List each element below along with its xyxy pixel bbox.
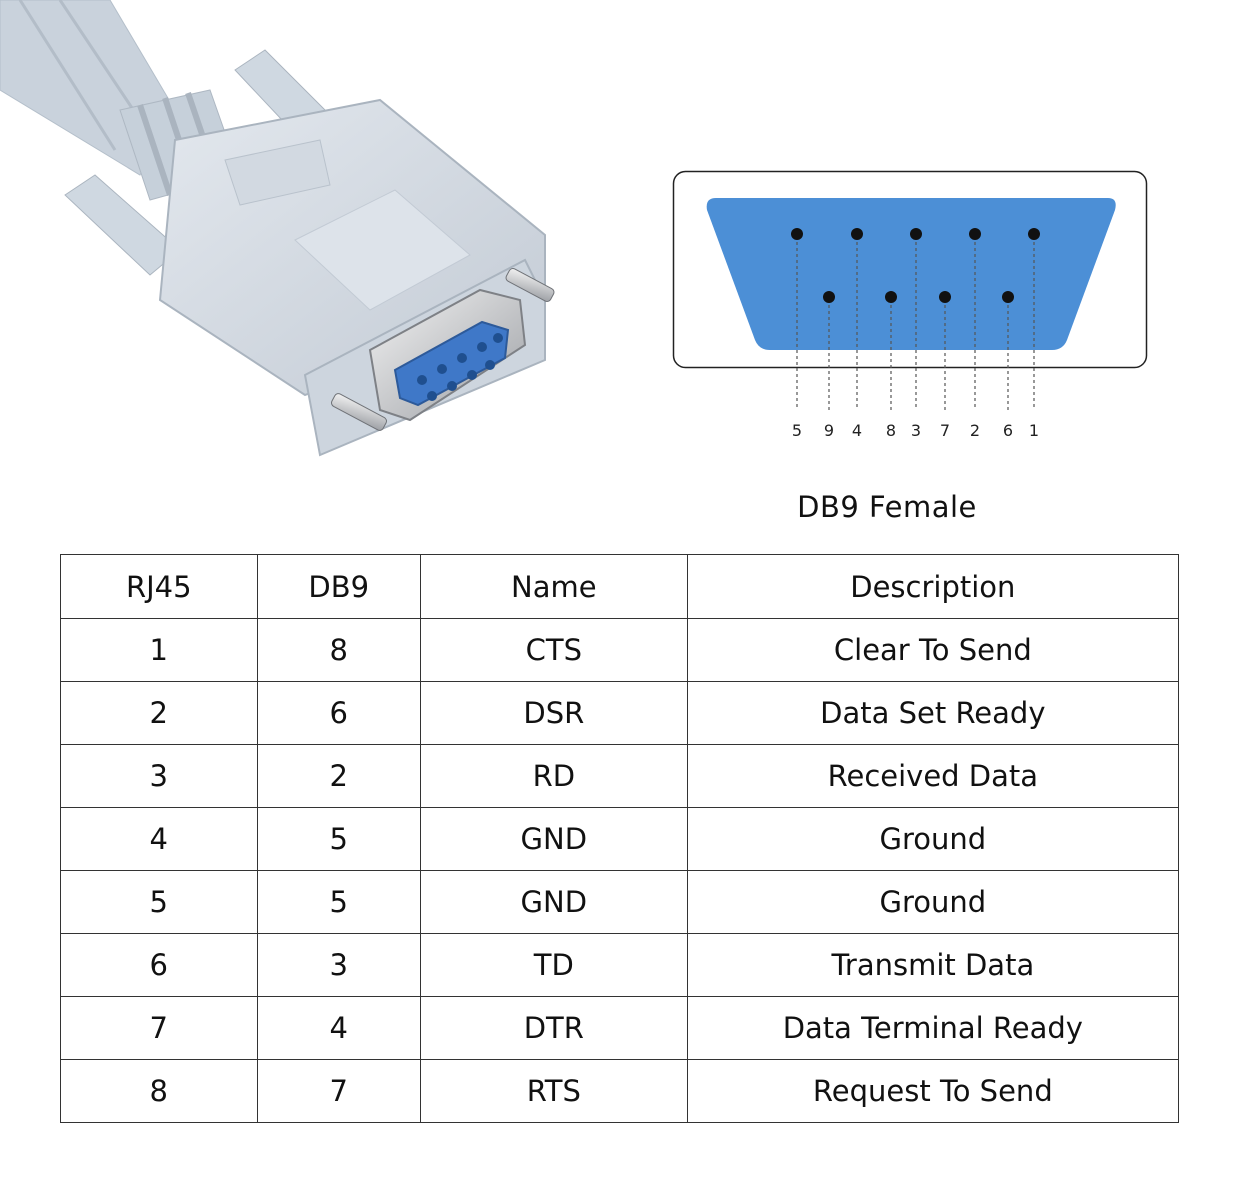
rj45-pin-cell: 4 xyxy=(60,807,258,871)
db9-pin-cell: 2 xyxy=(256,744,421,808)
pin-7-dot xyxy=(939,291,951,303)
rj45-pin-cell: 8 xyxy=(60,1059,258,1123)
header-db9: DB9 xyxy=(256,554,421,619)
signal-name-cell: TD xyxy=(419,933,688,997)
db9-pin-cell: 6 xyxy=(256,681,421,745)
rj45-pin-cell: 1 xyxy=(60,618,258,682)
pin-label: 4 xyxy=(852,421,862,440)
header-name: Name xyxy=(419,554,688,619)
db9-face xyxy=(706,198,1116,350)
pin-1-dot xyxy=(1028,228,1040,240)
pin-3-dot xyxy=(910,228,922,240)
pin-8-dot xyxy=(885,291,897,303)
rj45-pin-cell: 7 xyxy=(60,996,258,1060)
db9-pin-cell: 4 xyxy=(256,996,421,1060)
rj45-pin-cell: 3 xyxy=(60,744,258,808)
description-cell: Clear To Send xyxy=(686,618,1180,682)
signal-name-cell: RD xyxy=(419,744,688,808)
table-header-row: RJ45 DB9 Name Description xyxy=(60,554,1180,619)
pin-9-dot xyxy=(823,291,835,303)
pin-label: 8 xyxy=(886,421,896,440)
description-cell: Ground xyxy=(686,807,1180,871)
pin-4-dot xyxy=(851,228,863,240)
description-cell: Data Terminal Ready xyxy=(686,996,1180,1060)
db9-pin-cell: 7 xyxy=(256,1059,421,1123)
signal-name-cell: CTS xyxy=(419,618,688,682)
db9-pin-cell: 5 xyxy=(256,807,421,871)
pin-label: 9 xyxy=(824,421,834,440)
description-cell: Data Set Ready xyxy=(686,681,1180,745)
db9-pin-cell: 3 xyxy=(256,933,421,997)
db9-pin-cell: 5 xyxy=(256,870,421,934)
header-description: Description xyxy=(686,554,1180,619)
pin-label: 3 xyxy=(911,421,921,440)
pin-label: 2 xyxy=(970,421,980,440)
pin-label: 5 xyxy=(792,421,802,440)
diagram-caption: DB9 Female xyxy=(797,490,977,524)
header-rj45: RJ45 xyxy=(60,554,258,619)
signal-name-cell: GND xyxy=(419,870,688,934)
signal-name-cell: DSR xyxy=(419,681,688,745)
rj45-pin-cell: 2 xyxy=(60,681,258,745)
signal-name-cell: DTR xyxy=(419,996,688,1060)
pin-label: 1 xyxy=(1029,421,1039,440)
pin-6-dot xyxy=(1002,291,1014,303)
description-cell: Ground xyxy=(686,870,1180,934)
db9-connector-illustration xyxy=(0,0,555,457)
signal-name-cell: GND xyxy=(419,807,688,871)
rj45-pin-cell: 6 xyxy=(60,933,258,997)
pin-2-dot xyxy=(969,228,981,240)
description-cell: Request To Send xyxy=(686,1059,1180,1123)
pin-5-dot xyxy=(791,228,803,240)
db9-pin-cell: 8 xyxy=(256,618,421,682)
pin-label: 7 xyxy=(940,421,950,440)
description-cell: Transmit Data xyxy=(686,933,1180,997)
rj45-pin-cell: 5 xyxy=(60,870,258,934)
pin-label: 6 xyxy=(1003,421,1013,440)
description-cell: Received Data xyxy=(686,744,1180,808)
signal-name-cell: RTS xyxy=(419,1059,688,1123)
